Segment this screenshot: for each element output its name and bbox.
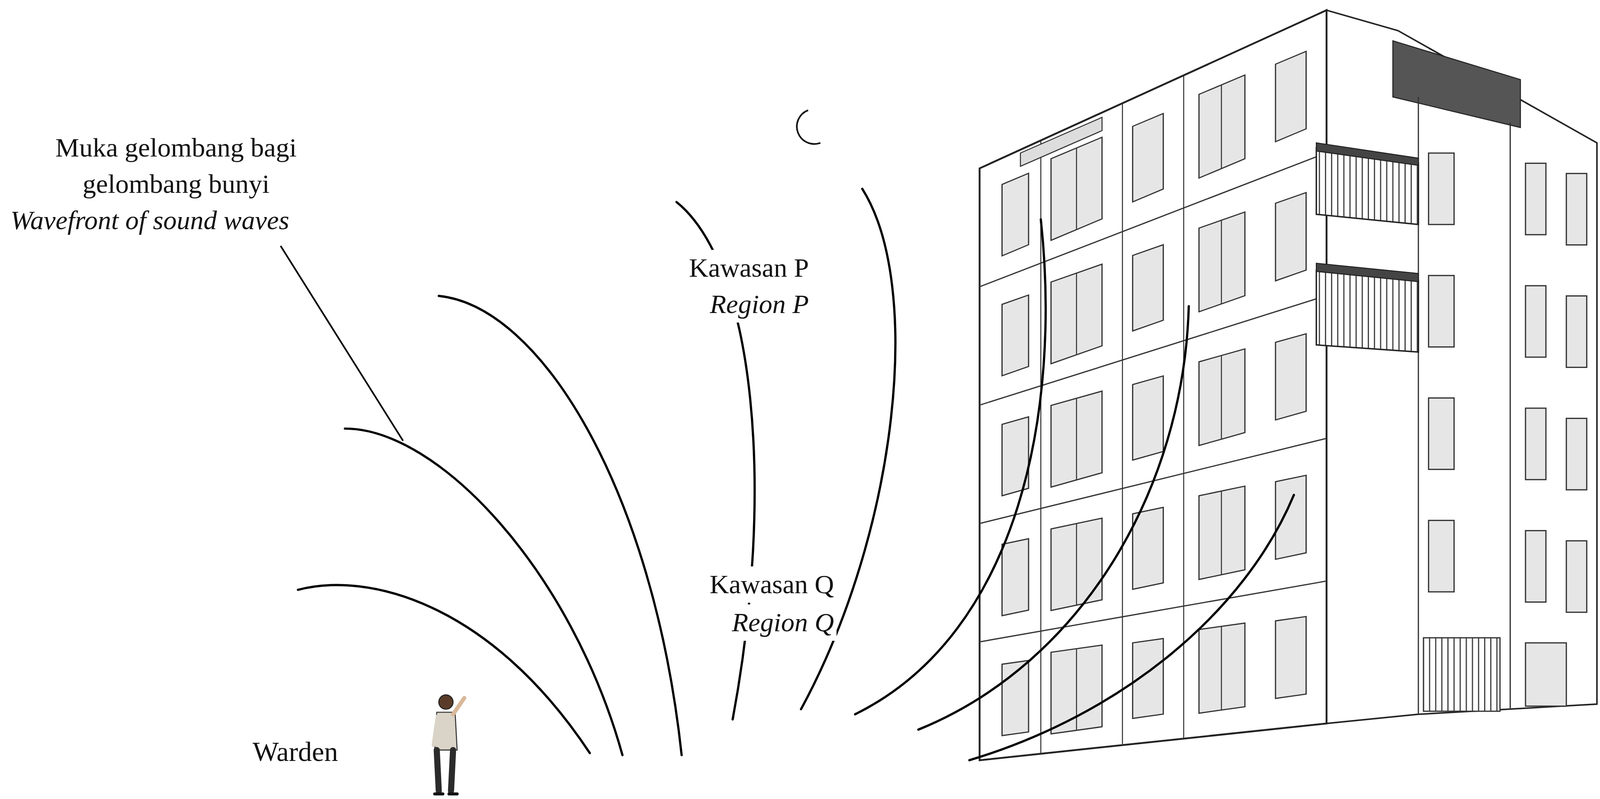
text-label: Muka gelombang bagi gelombang bunyi: [35, 129, 318, 203]
wavefronts: [298, 189, 1294, 761]
text-label: Kawasan P: [686, 250, 812, 287]
text-label: Region P: [707, 286, 812, 323]
leader-line: [280, 246, 404, 442]
text-label: Region Q: [729, 604, 837, 642]
warden-figure: [433, 695, 465, 795]
text-label: Kawasan Q: [706, 566, 837, 603]
building: [979, 10, 1597, 761]
text-label: Warden: [250, 733, 341, 771]
text-label: Wavefront of sound waves: [7, 202, 292, 239]
moon-symbol: [796, 110, 821, 145]
